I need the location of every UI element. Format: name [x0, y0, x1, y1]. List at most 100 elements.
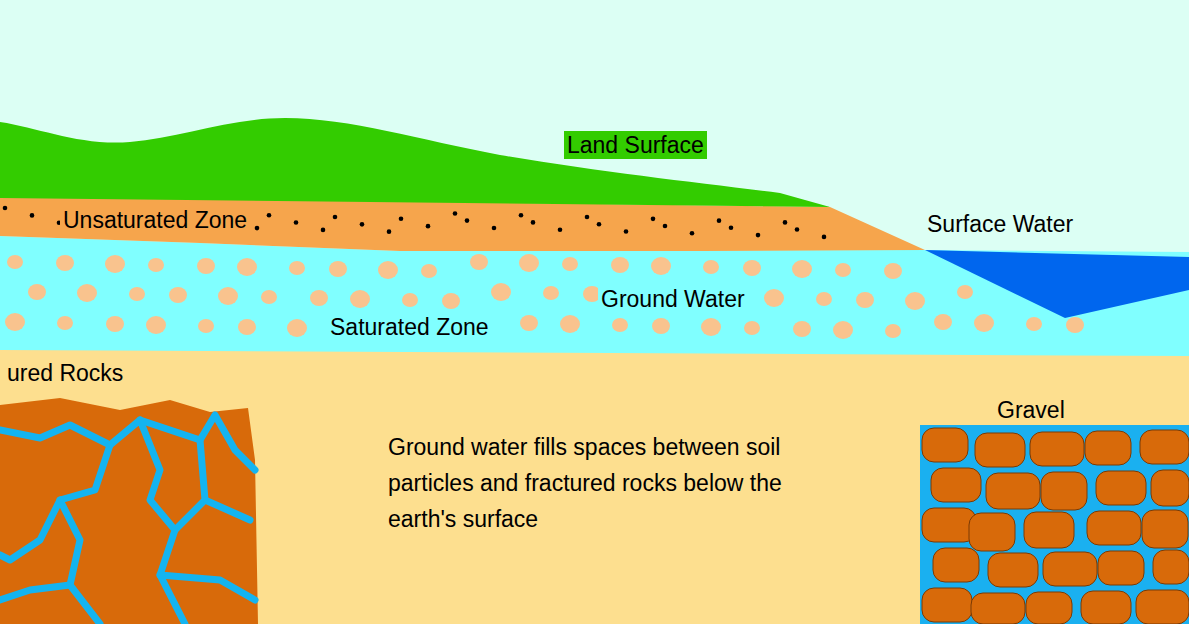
- gravel-stone: [1153, 550, 1189, 584]
- soil-particle: [835, 263, 851, 277]
- fracture: [175, 440, 205, 530]
- gravel-stone: [971, 593, 1025, 624]
- gravel-stones: [922, 428, 1189, 624]
- surface-water-label: Surface Water: [924, 210, 1076, 238]
- soil-dot: [465, 218, 470, 223]
- zone-label: Unsaturated Zone: [60, 206, 250, 234]
- soil-dot: [624, 229, 629, 234]
- soil-particle: [743, 260, 761, 276]
- gravel-stone: [922, 588, 972, 622]
- gravel-stone: [922, 508, 976, 542]
- soil-particle: [905, 292, 925, 310]
- soil-particle: [402, 293, 418, 307]
- soil-particle: [885, 324, 901, 338]
- rock-mass: [0, 398, 258, 624]
- soil-particle: [833, 321, 853, 339]
- soil-particle: [652, 318, 670, 334]
- soil-particle: [7, 255, 23, 269]
- soil-particle: [520, 315, 538, 331]
- gravel-stone: [1085, 431, 1131, 465]
- soil-particle: [764, 289, 784, 307]
- soil-particle: [77, 284, 97, 302]
- saturated-zone-band: [0, 236, 1189, 356]
- soil-dot: [321, 228, 326, 233]
- soil-dot: [453, 211, 458, 216]
- soil-particle: [146, 316, 166, 334]
- soil-dot: [585, 215, 590, 220]
- soil-dot: [267, 213, 272, 218]
- soil-particle: [651, 257, 671, 275]
- ground-water-label: Ground Water: [598, 285, 748, 313]
- soil-particle: [238, 319, 256, 335]
- land-surface-label: Land Surface: [564, 131, 707, 159]
- soil-dot: [519, 213, 524, 218]
- fracture: [60, 500, 100, 624]
- soil-particle: [974, 314, 994, 332]
- soil-particle: [560, 315, 580, 333]
- fracture: [0, 585, 70, 600]
- soil-dot: [492, 226, 497, 231]
- gravel-label: Gravel: [994, 396, 1068, 424]
- fracture: [0, 420, 185, 624]
- fracture: [160, 575, 255, 600]
- soil-dot: [30, 213, 35, 218]
- soil-dot: [333, 215, 338, 220]
- soil-dot: [729, 225, 734, 230]
- soil-particle: [378, 261, 398, 279]
- gravel-stone: [1081, 591, 1131, 624]
- gravel-stone: [988, 553, 1038, 587]
- soil-particle: [934, 314, 952, 330]
- soil-dot: [558, 227, 563, 232]
- soil-dot: [795, 227, 800, 232]
- soil-particle: [289, 261, 305, 275]
- soil-dot: [294, 220, 299, 225]
- soil-dot: [387, 229, 392, 234]
- soil-particle: [350, 290, 370, 308]
- soil-particle: [287, 319, 307, 337]
- fracture: [205, 500, 250, 520]
- soil-particle: [491, 283, 511, 301]
- surface-water: [925, 250, 1189, 318]
- soil-particle: [1066, 317, 1084, 333]
- soil-particle: [792, 260, 812, 278]
- soil-particle: [470, 254, 488, 270]
- gravel-stone: [986, 473, 1040, 509]
- rock-fractures: [0, 415, 255, 624]
- soil-particle: [56, 255, 74, 271]
- soil-particle: [856, 292, 874, 308]
- gravel-block: [920, 425, 1189, 624]
- gravel-stone: [1030, 432, 1084, 466]
- soil-dot: [3, 206, 8, 211]
- note-text: Ground water fills spaces between soil p…: [385, 429, 841, 537]
- soil-particle: [421, 264, 437, 278]
- soil-particle: [701, 318, 721, 336]
- gravel-stone: [975, 433, 1025, 467]
- gravel-water: [920, 425, 1189, 624]
- soil-particle: [169, 287, 187, 303]
- soil-particle: [198, 319, 214, 333]
- soil-particle: [237, 258, 257, 276]
- soil-dot: [255, 226, 260, 231]
- soil-particle: [562, 257, 578, 271]
- soil-particle: [129, 287, 145, 301]
- soil-particle: [1026, 317, 1042, 331]
- gravel-stone: [1136, 590, 1189, 624]
- soil-particle: [519, 254, 539, 272]
- gravel-stone: [1041, 472, 1087, 510]
- soil-dot: [426, 224, 431, 229]
- gravel-stone: [1024, 512, 1074, 548]
- fracture: [0, 445, 110, 560]
- ground: [0, 345, 1189, 624]
- soil-particle: [703, 260, 719, 274]
- fractured-rocks-label: ured Rocks: [4, 359, 126, 387]
- gravel-stone: [1096, 471, 1146, 505]
- gravel-stone: [931, 468, 981, 502]
- soil-particle: [218, 287, 238, 305]
- gravel-stone: [1026, 592, 1072, 624]
- soil-dot: [690, 231, 695, 236]
- soil-particle: [5, 313, 25, 331]
- soil-particle: [816, 292, 832, 306]
- soil-particle: [106, 316, 124, 332]
